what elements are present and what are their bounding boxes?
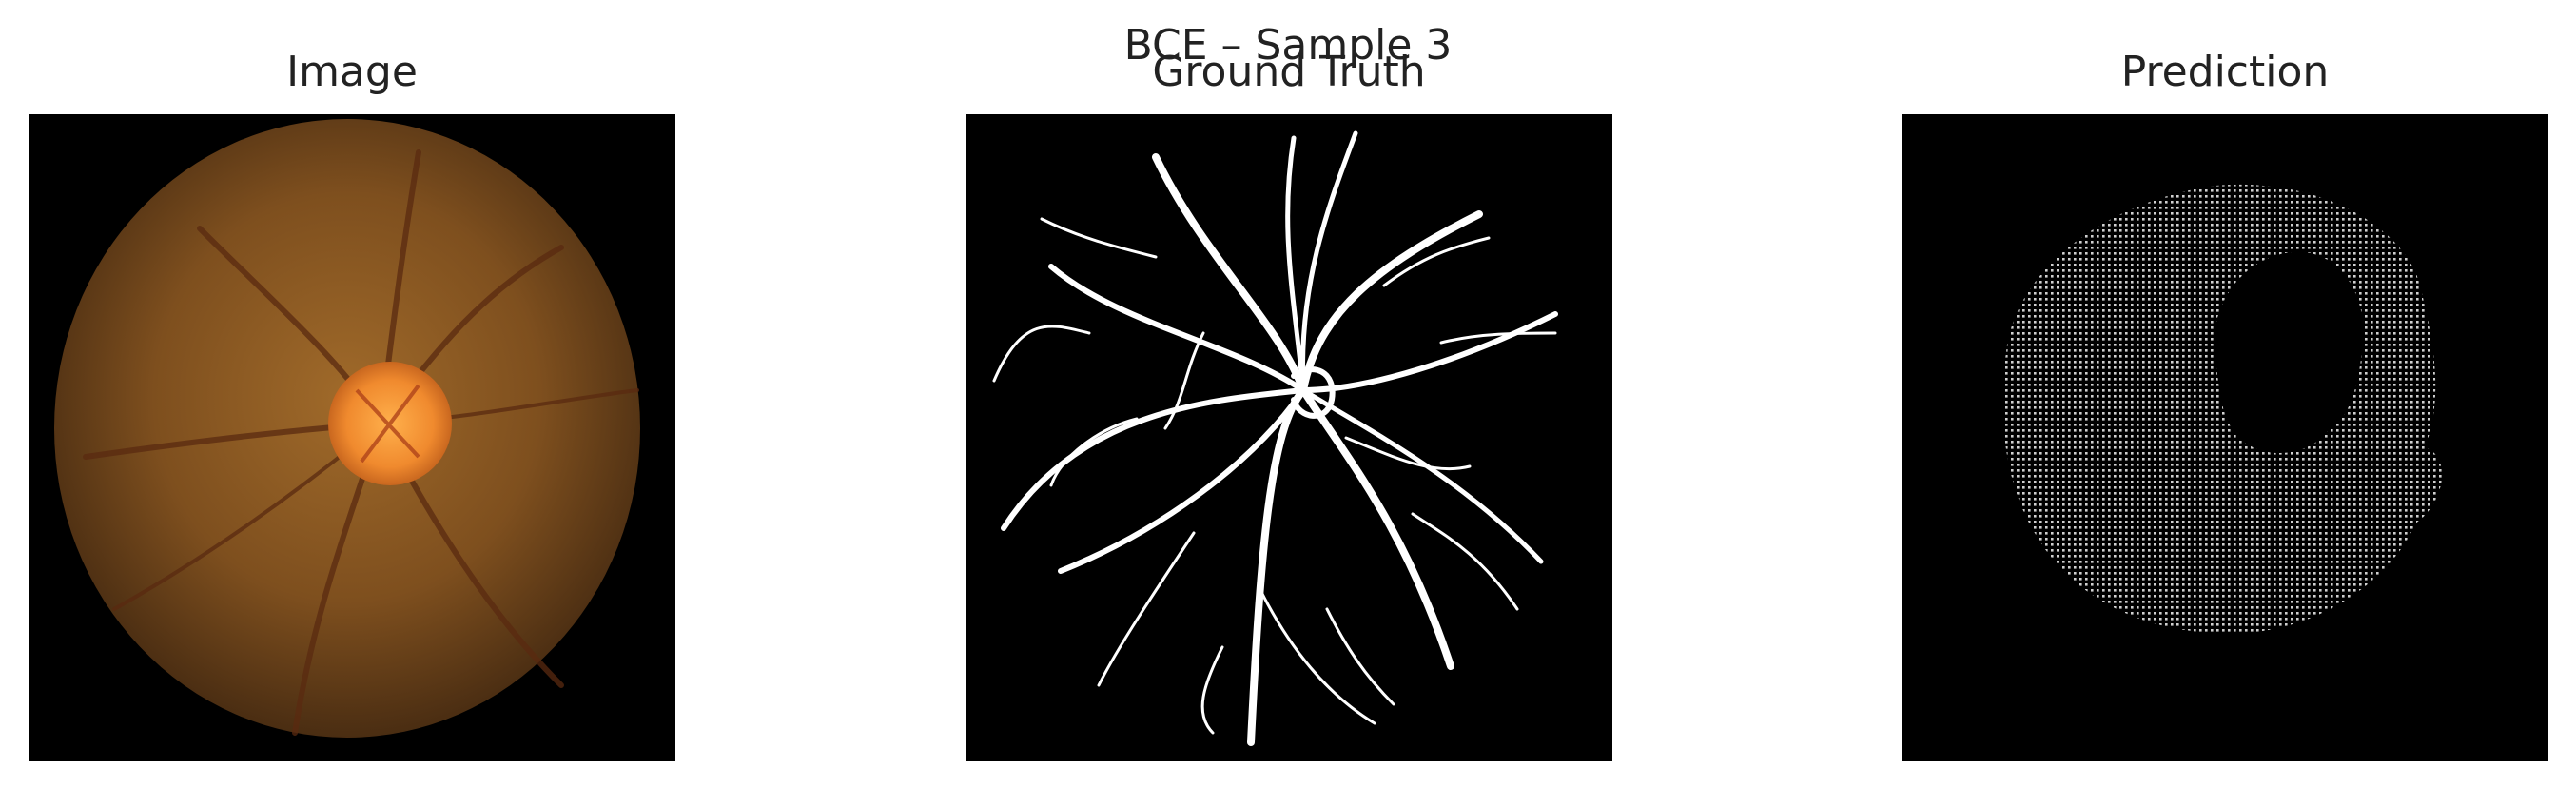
fundus-image — [29, 114, 675, 761]
panel-title-prediction: Prediction — [2120, 48, 2330, 96]
prediction-panel — [1902, 114, 2548, 761]
figure-suptitle: BCE – Sample 3 — [1123, 21, 1453, 69]
fundus-image-panel — [29, 114, 675, 761]
vessel-mask — [966, 114, 1612, 761]
predicted-mask — [1902, 114, 2548, 761]
panel-title-ground-truth: Ground Truth — [1152, 48, 1426, 96]
ground-truth-panel — [966, 114, 1612, 761]
panel-title-image: Image — [286, 48, 418, 96]
